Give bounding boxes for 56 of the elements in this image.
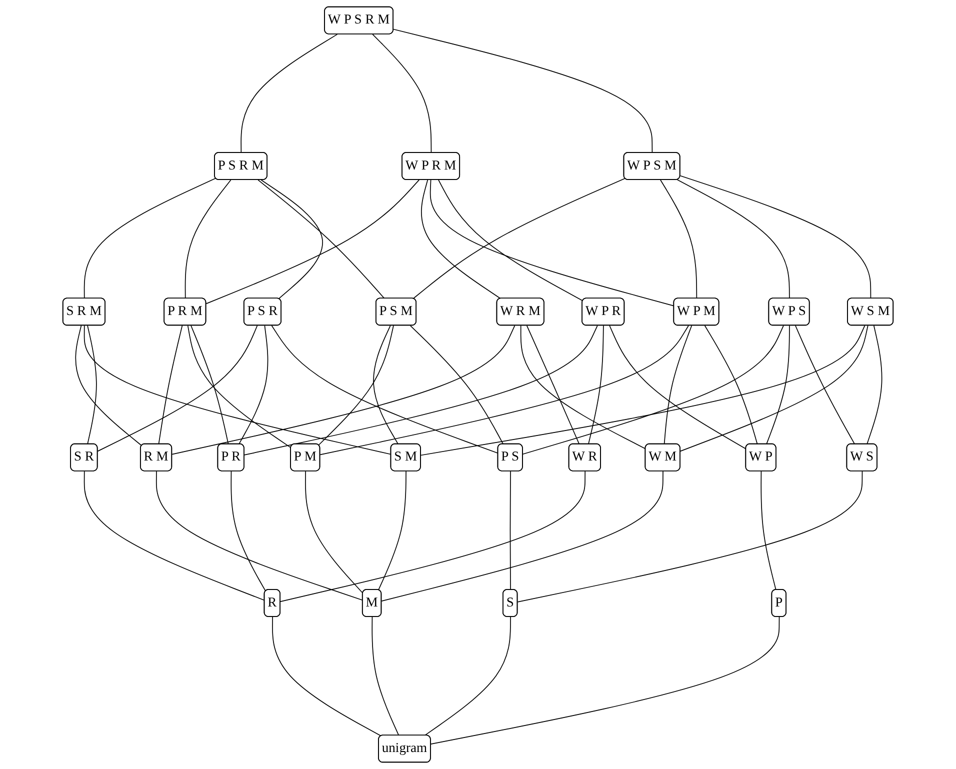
connector: [381, 470, 664, 602]
connector: [372, 616, 400, 736]
connector: [280, 470, 586, 602]
connector: [318, 325, 394, 446]
connector: [704, 325, 758, 445]
connector: [87, 325, 97, 445]
connector: [393, 28, 653, 154]
connector: [676, 179, 790, 299]
connector: [420, 325, 866, 456]
connector: [680, 325, 868, 452]
connector: [190, 325, 229, 445]
connector: [320, 325, 689, 456]
connector: [244, 325, 598, 456]
connector: [97, 325, 258, 452]
connector: [520, 325, 646, 450]
connector: [230, 470, 266, 592]
connector: [660, 180, 698, 299]
connector: [187, 325, 292, 448]
connector: [760, 470, 776, 590]
connector: [240, 34, 338, 154]
connector: [378, 470, 406, 590]
connector: [238, 325, 268, 445]
connector: [75, 325, 142, 446]
connector: [609, 325, 746, 450]
connector: [766, 325, 790, 445]
connector: [410, 325, 504, 445]
connector: [156, 470, 364, 601]
connector: [438, 180, 584, 302]
connector: [206, 180, 420, 304]
connector: [84, 325, 392, 455]
connector: [795, 325, 856, 445]
connector: [372, 34, 432, 154]
connector: [84, 178, 216, 299]
connector: [510, 470, 511, 590]
connector: [680, 175, 872, 299]
connector: [588, 325, 604, 445]
connector: [158, 325, 183, 445]
connector: [430, 616, 780, 744]
connector: [172, 325, 516, 455]
connector: [526, 325, 580, 445]
connector: [84, 470, 266, 601]
connector: [866, 325, 882, 445]
connector: [664, 325, 692, 445]
connector: [430, 180, 674, 306]
connector: [305, 470, 364, 594]
connector: [421, 180, 502, 300]
connector: [184, 180, 232, 299]
connector: [517, 470, 863, 602]
connector: [258, 180, 385, 299]
connector: [412, 178, 626, 300]
connector: [373, 325, 399, 445]
connector: [424, 616, 511, 736]
connector: [272, 616, 382, 736]
connector: [260, 180, 323, 300]
connector: [271, 325, 499, 454]
connector: [522, 325, 784, 455]
